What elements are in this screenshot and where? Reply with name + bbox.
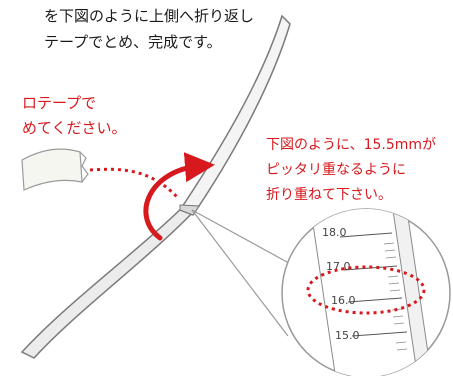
tape-guide-dotted — [89, 167, 180, 200]
ruler-tick-160: 16.0 — [331, 294, 356, 307]
tape-note-line-2: めてください。 — [22, 119, 127, 137]
overlap-note-line-3: 折り重ねて下さい。 — [266, 187, 392, 203]
overlap-note-line-1: 下図のように、15.5mmが — [266, 137, 437, 153]
overlap-highlight — [306, 265, 426, 315]
callout-line-top — [191, 209, 299, 269]
ruler-tick-150: 15.0 — [335, 329, 360, 342]
tape-note-line-1: ロテープで — [22, 94, 97, 112]
instruction-line-1: を下図のように上側へ折り返し — [44, 7, 255, 25]
magnifier-lens: 18.0 17.0 16.0 15.0 — [281, 208, 451, 376]
band-lower — [20, 199, 201, 359]
instruction-line-2: テープでとめ、完成です。 — [44, 33, 222, 51]
fold-arrow — [143, 152, 215, 241]
callout-line-bottom — [191, 209, 289, 337]
overlap-note-line-2: ピッタリ重なるように — [266, 162, 406, 178]
tape-piece — [21, 148, 89, 191]
ruler-tick-180: 18.0 — [322, 226, 347, 239]
band-upper — [178, 14, 291, 216]
